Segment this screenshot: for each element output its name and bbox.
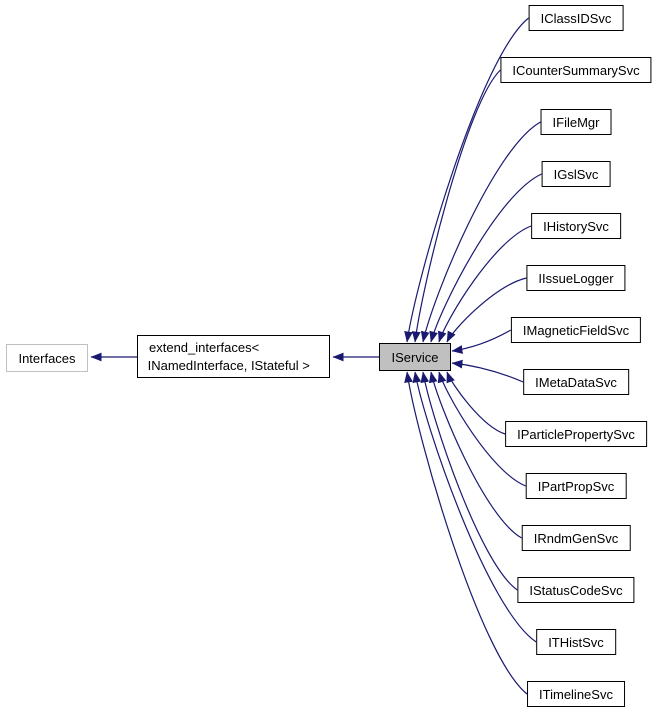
node-label: IClassIDSvc — [540, 10, 612, 26]
node-extend-interfaces-line2: INamedInterface, IStateful > — [144, 357, 310, 373]
node-irndmgensvc[interactable]: IRndmGenSvc — [521, 525, 631, 551]
node-label: ITHistSvc — [548, 634, 604, 650]
node-label: IHistorySvc — [543, 218, 609, 234]
node-ihistorysvc[interactable]: IHistorySvc — [531, 213, 621, 239]
node-iparticlepropertysvc[interactable]: IParticlePropertySvc — [505, 421, 647, 447]
node-label: ITimelineSvc — [539, 686, 613, 702]
node-imagneticfieldsvc[interactable]: IMagneticFieldSvc — [510, 317, 642, 343]
node-label: IGslSvc — [553, 166, 599, 182]
node-istatuscodesvc[interactable]: IStatusCodeSvc — [517, 577, 635, 603]
node-label: IRndmGenSvc — [533, 530, 619, 546]
node-interfaces[interactable]: Interfaces — [6, 344, 88, 372]
node-extend-interfaces-line1: extend_interfaces< — [149, 339, 260, 355]
node-label: ICounterSummarySvc — [512, 62, 640, 78]
node-icountersummarysvc[interactable]: ICounterSummarySvc — [500, 57, 652, 83]
node-ifilemgr[interactable]: IFileMgr — [540, 109, 612, 135]
node-interfaces-label: Interfaces — [18, 350, 76, 366]
node-label: IParticlePropertySvc — [517, 426, 635, 442]
node-iissuelogger[interactable]: IIssueLogger — [526, 265, 626, 291]
node-itimelinesvc[interactable]: ITimelineSvc — [527, 681, 625, 707]
node-label: IFileMgr — [552, 114, 600, 130]
node-imetadatasvc[interactable]: IMetaDataSvc — [523, 369, 629, 395]
node-igslsvc[interactable]: IGslSvc — [541, 161, 611, 187]
node-extend-interfaces[interactable]: extend_interfaces< INamedInterface, ISta… — [137, 335, 330, 378]
node-iclassidsvc[interactable]: IClassIDSvc — [528, 5, 624, 31]
node-iservice-label: IService — [391, 349, 439, 365]
node-label: IMetaDataSvc — [535, 374, 617, 390]
node-ipartpropsvc[interactable]: IPartPropSvc — [525, 473, 627, 499]
node-iservice[interactable]: IService — [379, 343, 451, 371]
node-ithistsvc[interactable]: ITHistSvc — [536, 629, 616, 655]
node-label: IStatusCodeSvc — [529, 582, 623, 598]
node-label: IPartPropSvc — [537, 478, 615, 494]
node-label: IMagneticFieldSvc — [522, 322, 630, 338]
node-label: IIssueLogger — [538, 270, 614, 286]
